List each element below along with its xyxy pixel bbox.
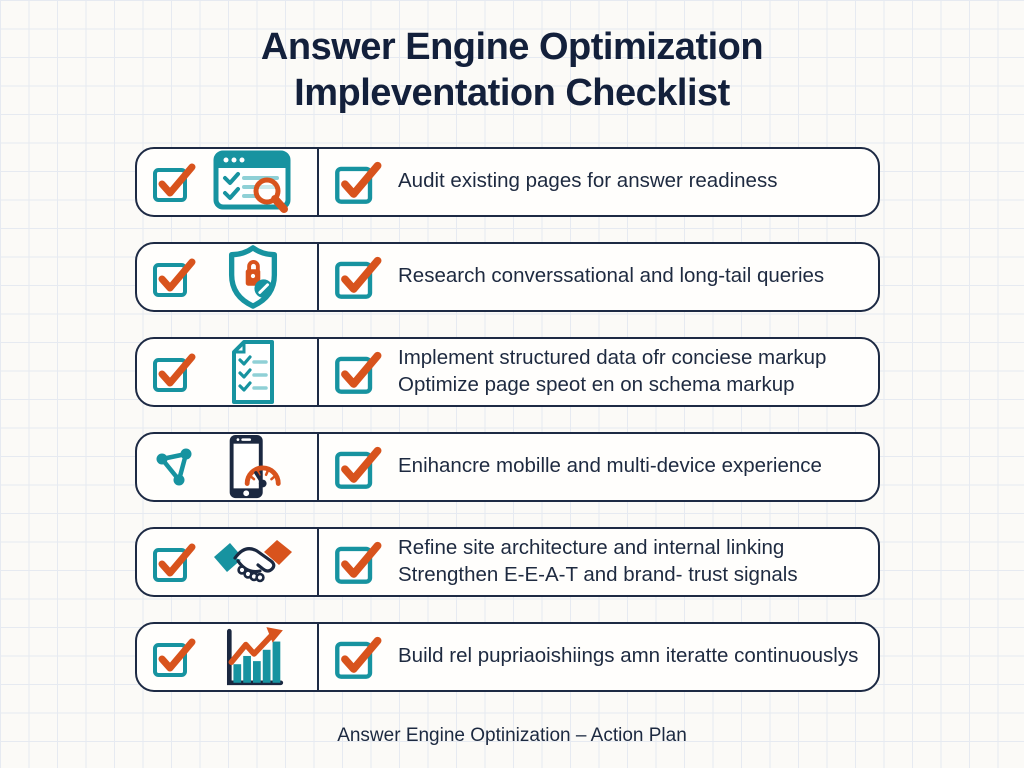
page-title-line2: Impleventation Checklist — [294, 72, 730, 115]
row-right-panel: Refine site architecture and internal li… — [319, 529, 878, 595]
checked-checkbox[interactable] — [152, 255, 196, 299]
checked-checkbox[interactable] — [334, 443, 382, 491]
checklist-row-audit: Audit existing pages for answer readines… — [135, 146, 880, 217]
row-left-panel — [137, 148, 319, 215]
checked-checkbox[interactable] — [334, 633, 382, 681]
checklist-row-architecture: Refine site architecture and internal li… — [135, 526, 880, 597]
checked-checkbox[interactable] — [152, 350, 196, 394]
checklist-row-structured-data: Implement structured data ofr conciese m… — [135, 336, 880, 407]
row-text: Enihancre mobille and multi-device exper… — [398, 453, 822, 480]
mobile-speed-icon — [196, 434, 309, 500]
row-right-panel: Research converssational and long-tail q… — [319, 244, 878, 310]
network-nodes-icon — [156, 448, 192, 486]
row-text-line: Strengthen E-E-A-T and brand- trust sign… — [398, 562, 798, 586]
checklist: Audit existing pages for answer readines… — [135, 146, 880, 692]
row-text-line: Refine site architecture and internal li… — [398, 536, 785, 560]
checklist-row-research: Research converssational and long-tail q… — [135, 241, 880, 312]
row-text: Research converssational and long-tail q… — [398, 263, 824, 290]
growth-chart-icon — [196, 625, 309, 689]
row-left-panel — [137, 243, 319, 310]
row-text-line: Build rel pupriaoishiings amn iteratte c… — [398, 644, 859, 668]
row-text-line: Enihancre mobille and multi-device exper… — [398, 454, 822, 478]
row-text: Build rel pupriaoishiings amn iteratte c… — [398, 643, 858, 670]
page-title-line1: Answer Engine Optimization — [260, 26, 764, 68]
checked-checkbox[interactable] — [152, 540, 196, 584]
row-text-line: Audit existing pages for answer readines… — [398, 169, 778, 193]
checked-checkbox[interactable] — [152, 635, 196, 679]
checked-checkbox[interactable] — [334, 348, 382, 396]
row-text: Audit existing pages for answer readines… — [398, 168, 777, 195]
checklist-row-mobile: Enihancre mobille and multi-device exper… — [135, 431, 880, 502]
row-text-line: Research converssational and long-tail q… — [398, 264, 825, 288]
checked-checkbox[interactable] — [334, 538, 382, 586]
row-left-panel — [137, 338, 319, 405]
checked-checkbox[interactable] — [334, 253, 382, 301]
footer-caption: Answer Engine Optinization – Action Plan — [337, 724, 687, 746]
row-right-panel: Enihancre mobille and multi-device exper… — [319, 434, 878, 500]
privacy-shield-icon — [196, 244, 309, 310]
checked-checkbox[interactable] — [152, 160, 196, 204]
row-left-panel — [137, 623, 319, 690]
row-left-panel — [137, 528, 319, 595]
page-title: Answer Engine Optimization Impleventatio… — [0, 24, 1024, 117]
checklist-row-iterate: Build rel pupriaoishiings amn iteratte c… — [135, 621, 880, 692]
page-audit-icon — [196, 150, 309, 214]
handshake-icon — [196, 534, 309, 590]
row-text-line: Implement structured data ofr conciese m… — [398, 346, 827, 370]
row-right-panel: Audit existing pages for answer readines… — [319, 149, 878, 215]
row-right-panel: Build rel pupriaoishiings amn iteratte c… — [319, 624, 878, 690]
checklist-document-icon — [196, 339, 309, 405]
row-text: Implement structured data ofr conciese m… — [398, 345, 826, 398]
checked-checkbox[interactable] — [334, 158, 382, 206]
row-text-line: Optimize page speot en on schema markup — [398, 372, 795, 396]
row-left-panel — [137, 433, 319, 500]
row-text: Refine site architecture and internal li… — [398, 535, 798, 588]
infographic-canvas: { "page": { "title_line1": "Answer Engin… — [0, 24, 1024, 768]
row-right-panel: Implement structured data ofr conciese m… — [319, 339, 878, 405]
